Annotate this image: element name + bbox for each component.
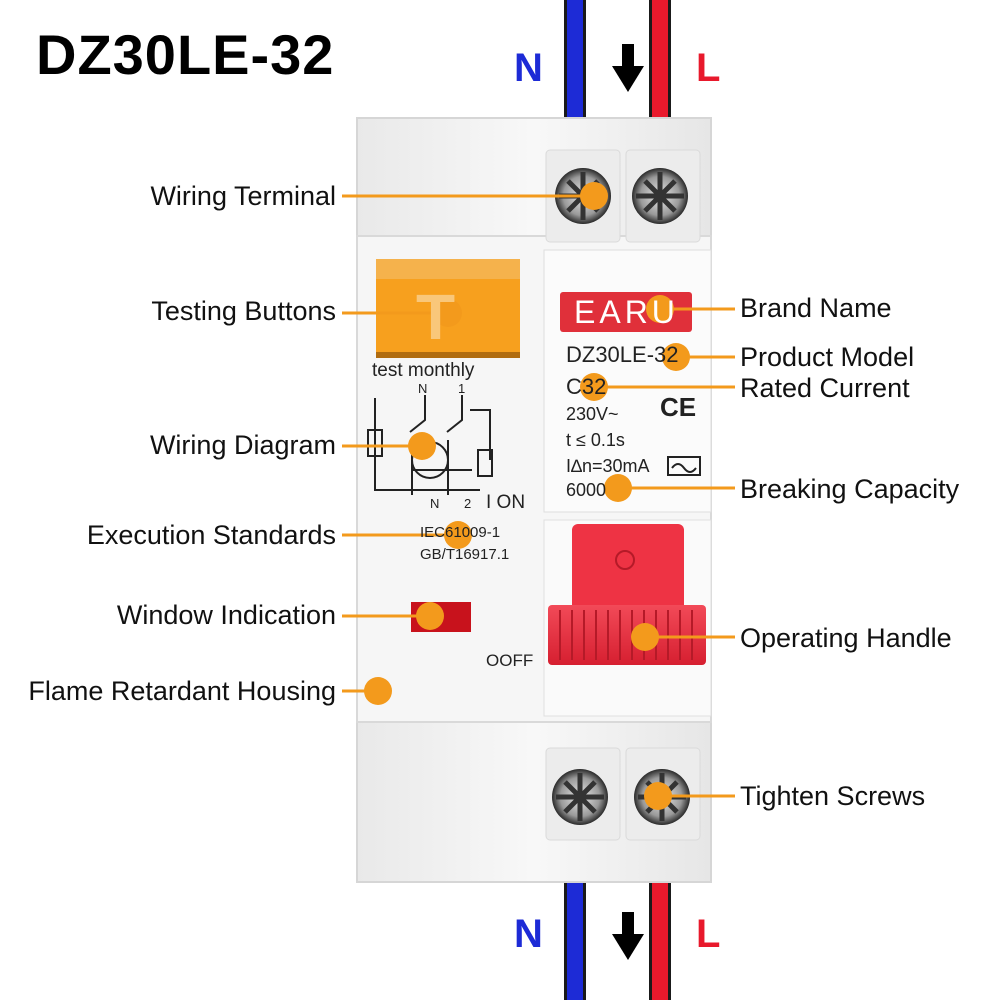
voltage-text: 230V~ <box>566 404 619 424</box>
diagram-2-bottom: 2 <box>464 496 472 511</box>
test-button-top <box>376 259 520 279</box>
callout-testing-buttons: Testing Buttons <box>151 296 336 326</box>
operating-handle <box>543 519 712 717</box>
callout-breaking-capacity: Breaking Capacity <box>740 474 960 504</box>
neutral-wire-bottom <box>567 876 583 1000</box>
standard-line-2: GB/T16917.1 <box>420 546 510 563</box>
callout-dots <box>364 182 690 810</box>
handle-lever <box>572 524 684 616</box>
trip-time-text: t ≤ 0.1s <box>566 430 625 450</box>
callout-product-model: Product Model <box>740 342 915 372</box>
callout-operating-handle: Operating Handle <box>740 623 952 653</box>
live-wire-top-edge-left <box>649 0 652 124</box>
screw-icon <box>632 168 688 224</box>
test-button-shadow <box>376 352 520 358</box>
standard-line-1: IEC61009-1 <box>420 524 501 541</box>
callout-execution-standards: Execution Standards <box>86 520 336 550</box>
top-wires <box>564 0 671 124</box>
off-label: OOFF <box>486 651 534 670</box>
dot-breaking-capacity <box>604 474 632 502</box>
callout-flame-retardant-housing: Flame Retardant Housing <box>28 676 336 706</box>
brand-logo-text: EARU <box>574 294 679 330</box>
ac-wave-icon <box>671 463 697 473</box>
live-wire-top <box>652 0 668 124</box>
callout-tighten-screws: Tighten Screws <box>740 781 926 811</box>
breaker-body <box>356 117 712 883</box>
handle-grip-ridges <box>559 610 693 660</box>
live-label-bottom: L <box>696 912 721 956</box>
dot-brand-name <box>646 295 674 323</box>
neutral-label-top: N <box>514 46 543 90</box>
test-monthly-text: test monthly <box>372 360 475 381</box>
dot-window-indication <box>416 602 444 630</box>
diagram-n-bottom: N <box>430 496 440 511</box>
rating-text: C32 <box>566 374 607 399</box>
dot-wiring-terminal <box>580 182 608 210</box>
model-text: DZ30LE-32 <box>566 342 679 367</box>
callout-wiring-terminal: Wiring Terminal <box>150 181 336 211</box>
wave-box <box>667 456 701 476</box>
screw-icon <box>552 769 608 825</box>
live-wire-bottom-edge-right <box>668 876 671 1000</box>
dot-flame-retardant-housing <box>364 677 392 705</box>
neutral-wire-bottom-edge-right <box>583 876 586 1000</box>
handle-grip <box>548 605 706 665</box>
neutral-wire-top-edge-right <box>583 0 586 124</box>
dot-wiring-diagram <box>408 432 436 460</box>
dot-tighten-screws <box>644 782 672 810</box>
dot-testing-buttons <box>434 299 462 327</box>
neutral-wire-bottom-edge-left <box>564 876 567 1000</box>
dot-rated-current <box>580 373 608 401</box>
arrow-down-icon <box>612 44 644 92</box>
live-wire-bottom-edge-left <box>649 876 652 1000</box>
live-wire-bottom <box>652 876 668 1000</box>
diagram-n-top: N <box>418 381 428 396</box>
dot-execution-standards <box>444 521 472 549</box>
bottom-wires <box>564 876 671 1000</box>
dot-product-model <box>662 343 690 371</box>
neutral-wire-top <box>567 0 583 124</box>
test-button-letter: T <box>416 281 456 353</box>
neutral-wire-top-edge-left <box>564 0 567 124</box>
breaking-capacity-text: 6000 <box>566 480 607 500</box>
live-label-top: L <box>696 46 721 90</box>
callout-rated-current: Rated Current <box>740 373 910 403</box>
dot-operating-handle <box>631 623 659 651</box>
arrow-down-icon <box>612 912 644 960</box>
residual-current-text: I∆n=30mA <box>566 456 650 476</box>
handle-pivot <box>615 550 635 570</box>
page-title: DZ30LE-32 <box>36 23 335 86</box>
neutral-label-bottom: N <box>514 912 543 956</box>
callout-window-indication: Window Indication <box>116 600 336 630</box>
ce-mark: CE <box>660 392 697 422</box>
callout-wiring-diagram: Wiring Diagram <box>149 430 336 460</box>
live-wire-top-edge-right <box>668 0 671 124</box>
on-label: I ON <box>486 492 526 513</box>
diagram-1-top: 1 <box>458 381 466 396</box>
callout-brand-name: Brand Name <box>740 293 892 323</box>
wiring-schematic <box>367 395 493 495</box>
